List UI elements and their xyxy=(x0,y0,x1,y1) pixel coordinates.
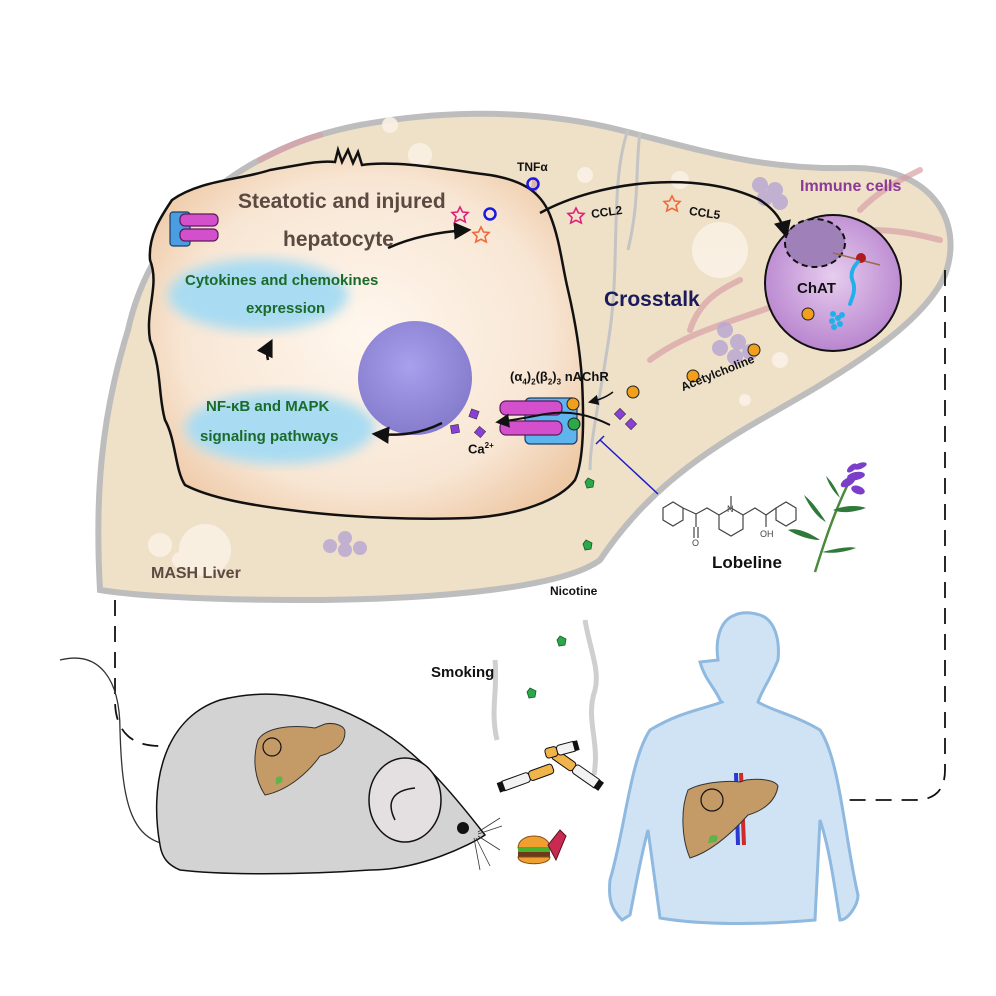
nachr-label-sub-2a: 2 xyxy=(531,377,536,387)
nachr-label-part-a: (α xyxy=(510,369,523,384)
nachr-label-sub-3: 3 xyxy=(556,377,562,387)
hepatocyte-label-line2: hepatocyte xyxy=(283,228,394,251)
nachr-label-part-b: ) xyxy=(526,369,532,384)
acetylcholine-in-immune-cell xyxy=(801,307,815,321)
cytokines-box-label-line2: expression xyxy=(246,300,326,317)
mouse-illustration xyxy=(59,657,503,875)
ccl2-star-icon-inside xyxy=(450,205,470,224)
calcium-ions xyxy=(450,407,638,439)
liver-lobe-line xyxy=(588,129,630,471)
signaling-box-label-line1: NF-κB and MAPK xyxy=(206,398,330,415)
lobeline-oxygen-atom: O xyxy=(692,538,699,548)
cytokines-box-label-line1: Cytokines and chemokines xyxy=(185,272,379,289)
calcium-charge: 2+ xyxy=(484,441,494,450)
nachr-label-part-e: nAChR xyxy=(561,369,609,384)
chat-folded-protein xyxy=(829,311,845,330)
lobelia-plant-icon xyxy=(788,462,867,573)
dashed-connector-mouse xyxy=(114,600,270,747)
mash-liver-label: MASH Liver xyxy=(151,565,241,582)
ccl5-star-icon-inside xyxy=(471,225,491,244)
signaling-box xyxy=(185,392,375,464)
nicotine-molecules xyxy=(526,477,595,699)
smoking-label: Smoking xyxy=(431,664,495,681)
calcium-label: Ca2+ xyxy=(468,441,494,456)
nachr-receptor-label: (α4)2(β2)3 nAChR xyxy=(510,369,609,387)
signaling-box-label-line2: signaling pathways xyxy=(200,428,339,445)
arrow-ca-to-signaling xyxy=(371,421,443,444)
dashed-connector-human xyxy=(730,270,946,801)
crosstalk-label: Crosstalk xyxy=(604,288,700,311)
chat-protein-chain xyxy=(848,260,860,306)
nachr-label-sub-2b: 2 xyxy=(547,377,553,387)
immune-cells-label: Immune cells xyxy=(800,178,902,195)
nicotine-label: Nicotine xyxy=(550,584,598,598)
lobeline-inhibition-line[interactable] xyxy=(595,435,659,495)
membrane-receptor-left xyxy=(169,211,219,247)
cytokines-box xyxy=(168,259,348,331)
fat-droplets xyxy=(148,117,788,576)
hepatocyte-label-line1: Steatotic and injured xyxy=(238,190,446,213)
nachr-label-sub-4: 4 xyxy=(522,377,527,387)
junk-food-icon xyxy=(517,829,567,865)
hepatocyte-nucleus xyxy=(358,321,472,435)
arrow-signaling-to-expression xyxy=(256,338,273,361)
nachr-label-part-c: (β xyxy=(535,369,548,384)
immune-cell-cluster-2 xyxy=(712,322,758,365)
mouse-eye xyxy=(457,822,469,834)
arrow-receptor-inward xyxy=(495,411,611,428)
immune-cell-cluster-3 xyxy=(323,531,367,557)
ccl2-star-icon xyxy=(566,206,586,225)
lobeline-structure xyxy=(662,496,797,538)
calcium-symbol: Ca xyxy=(468,441,485,457)
tnf-alpha-icon xyxy=(526,177,540,191)
nicotine-bound xyxy=(567,417,581,431)
lobeline-label: Lobeline xyxy=(712,553,782,572)
human-liver xyxy=(682,778,779,859)
ccl5-star-icon xyxy=(662,194,682,213)
lobeline-hydroxyl-atom: OH xyxy=(760,529,774,539)
liver-lobe-line-2 xyxy=(626,131,642,251)
human-illustration xyxy=(608,611,860,926)
nachr-receptor[interactable] xyxy=(499,397,581,445)
arrow-label-to-receptor xyxy=(587,391,614,406)
chat-label: ChAT xyxy=(797,280,836,297)
arrow-crosstalk-to-immune xyxy=(539,180,791,239)
acetylcholine-bound xyxy=(566,397,580,411)
immune-cell-nucleus xyxy=(784,218,846,268)
lobeline-nitrogen-atom: N xyxy=(727,504,734,514)
arrow-hepatocyte-to-cytokines xyxy=(387,222,472,250)
tnf-alpha-label: TNFα xyxy=(517,160,548,174)
mrna-strand xyxy=(832,252,881,266)
cigarettes-icon xyxy=(491,619,604,793)
tnf-alpha-icon-inside xyxy=(483,207,497,221)
nachr-label-part-d: ) xyxy=(552,369,557,384)
